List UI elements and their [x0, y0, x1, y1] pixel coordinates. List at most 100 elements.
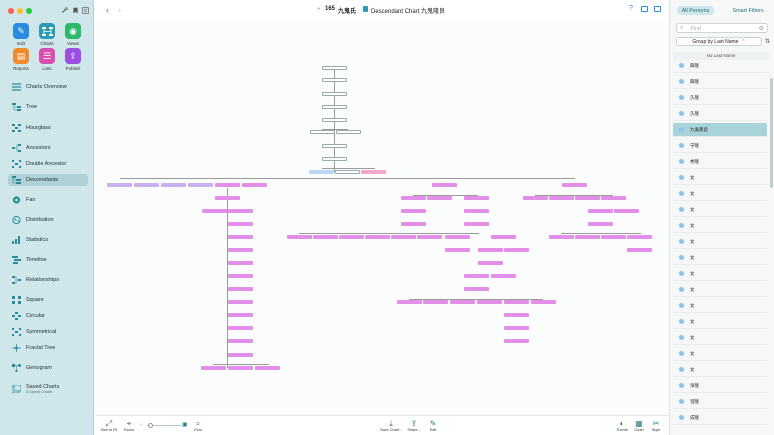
sidebar-item-square[interactable]: Square: [8, 294, 88, 306]
sidebar-item-circular[interactable]: Circular: [8, 310, 88, 322]
chart-node[interactable]: [575, 235, 600, 239]
tree-view-icon[interactable]: [82, 7, 89, 14]
sidebar-item-statistics[interactable]: Statistics: [8, 234, 88, 246]
chart-node[interactable]: [310, 130, 335, 134]
publish-main-button[interactable]: ⇪ Publish: [62, 48, 84, 71]
chart-node[interactable]: [588, 209, 613, 213]
sidebar-item-saved-charts[interactable]: Saved Charts 0 Saved Charts: [8, 382, 88, 396]
chart-node[interactable]: [361, 170, 386, 174]
theme-button[interactable]: ◐ Theme: [611, 419, 633, 432]
person-list-item[interactable]: 女: [673, 315, 767, 329]
sidebar-item-timeline[interactable]: Timeline: [8, 254, 88, 266]
person-list-item[interactable]: 女: [673, 347, 767, 361]
sidebar-toggle-icon[interactable]: [654, 6, 661, 12]
person-list-item[interactable]: 女: [673, 235, 767, 249]
person-list-item[interactable]: 久隆: [673, 107, 767, 121]
chart-node[interactable]: [491, 274, 516, 278]
chart-node[interactable]: [588, 222, 613, 226]
chart-node[interactable]: [627, 248, 652, 252]
sidebar-item-double-ancestor[interactable]: Double Ancestor: [8, 158, 88, 170]
person-list-item[interactable]: 成隆: [673, 411, 767, 425]
chart-node[interactable]: [450, 300, 475, 304]
chart-node[interactable]: [313, 235, 338, 239]
chart-node[interactable]: [401, 209, 426, 213]
lists-main-button[interactable]: ☰ Lists: [36, 48, 58, 71]
chart-node[interactable]: [322, 78, 347, 82]
sidebar-item-distribution[interactable]: Distribution: [8, 214, 88, 226]
chart-node[interactable]: [627, 235, 652, 239]
person-list-item[interactable]: 女: [673, 267, 767, 281]
edit-main-button[interactable]: ✎ Edit: [10, 23, 32, 46]
chart-node[interactable]: [228, 287, 253, 291]
zoom-out-icon[interactable]: ▫: [140, 422, 142, 428]
forward-arrow-icon[interactable]: ›: [118, 5, 121, 15]
person-list-item[interactable]: 女: [673, 219, 767, 233]
wrench-icon[interactable]: [61, 7, 68, 14]
person-list-item[interactable]: 女: [673, 251, 767, 265]
person-list-item[interactable]: 女: [673, 363, 767, 377]
person-list-item[interactable]: 興隆: [673, 59, 767, 73]
person-list-item[interactable]: 浄隆: [673, 379, 767, 393]
chart-node[interactable]: [401, 222, 426, 226]
zoom-in-icon[interactable]: ▣: [182, 422, 188, 428]
person-list-item[interactable]: 守隆: [673, 139, 767, 153]
chart-node[interactable]: [255, 366, 280, 370]
chart-node[interactable]: [477, 300, 502, 304]
chart-node[interactable]: [322, 144, 347, 148]
chart-node[interactable]: [228, 353, 253, 357]
window-layout-icon[interactable]: [641, 6, 648, 12]
chart-node[interactable]: [601, 196, 626, 200]
find-button[interactable]: ⌕ Find: [187, 419, 209, 433]
chart-node[interactable]: [242, 183, 267, 187]
chart-node[interactable]: [423, 300, 448, 304]
chart-node[interactable]: [464, 222, 489, 226]
reports-main-button[interactable]: ▤ Reports: [10, 48, 32, 71]
chart-node[interactable]: [322, 118, 347, 122]
sidebar-item-tree[interactable]: Tree: [8, 101, 88, 113]
person-list-item[interactable]: 久隆: [673, 91, 767, 105]
chart-node[interactable]: [531, 300, 556, 304]
group-by-select[interactable]: Group by Last Name ⌃: [676, 37, 762, 46]
sidebar-item-ancestors[interactable]: Ancestors: [8, 142, 88, 154]
scrollbar[interactable]: [770, 78, 773, 188]
chart-node[interactable]: [504, 339, 529, 343]
tab-all-persons[interactable]: All Persons: [677, 6, 714, 15]
chart-node[interactable]: [161, 183, 186, 187]
chart-node[interactable]: [188, 183, 213, 187]
chart-node[interactable]: [335, 170, 360, 174]
chart-node[interactable]: [228, 313, 253, 317]
person-list-item[interactable]: 興隆: [673, 75, 767, 89]
focus-button[interactable]: ⌖ Focus: [118, 419, 140, 433]
chart-node[interactable]: [464, 274, 489, 278]
chart-node[interactable]: [575, 196, 600, 200]
chart-node[interactable]: [562, 183, 587, 187]
chart-node[interactable]: [228, 235, 253, 239]
chart-node[interactable]: [228, 366, 253, 370]
save-chart-button[interactable]: ⤓ Save Chart...: [380, 418, 403, 433]
chart-node[interactable]: [445, 235, 470, 239]
chart-node[interactable]: [309, 170, 334, 174]
zoom-slider-thumb[interactable]: [148, 423, 153, 428]
chart-node[interactable]: [464, 287, 489, 291]
chart-node[interactable]: [391, 235, 416, 239]
chart-node[interactable]: [228, 326, 253, 330]
chart-node[interactable]: [201, 366, 226, 370]
sidebar-item-fan[interactable]: Fan: [8, 194, 88, 206]
person-list-item[interactable]: 女: [673, 331, 767, 345]
chart-node[interactable]: [228, 209, 253, 213]
size-to-fit-button[interactable]: ⤢ Size to Fit: [98, 419, 120, 433]
chart-node[interactable]: [228, 300, 253, 304]
chart-node[interactable]: [322, 105, 347, 109]
zoom-slider[interactable]: [147, 425, 181, 426]
chart-node[interactable]: [215, 183, 240, 187]
zoom-window-button[interactable]: [26, 8, 32, 14]
chart-node[interactable]: [202, 209, 227, 213]
chart-node[interactable]: [365, 235, 390, 239]
chart-node[interactable]: [417, 235, 442, 239]
chart-node[interactable]: [427, 196, 452, 200]
sidebar-item-symmetrical[interactable]: Symmetrical: [8, 326, 88, 338]
chart-node[interactable]: [432, 183, 457, 187]
chart-node[interactable]: [215, 196, 240, 200]
chart-node[interactable]: [287, 235, 312, 239]
chart-node[interactable]: [601, 235, 626, 239]
